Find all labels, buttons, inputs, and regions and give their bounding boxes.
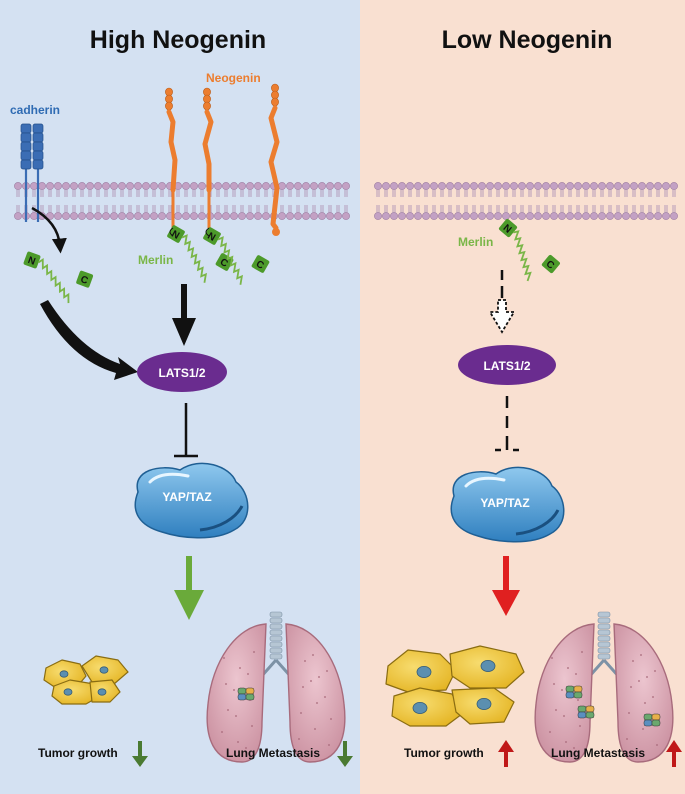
neogenin-icon	[165, 83, 280, 236]
dashed-arrow	[488, 270, 516, 334]
metastasis-label-high: Lung Metastasis	[226, 746, 320, 760]
merlin-icon: NC	[498, 218, 560, 282]
arrow-down-icon	[132, 741, 148, 767]
cadherin-arrow	[31, 206, 67, 254]
yap-taz-icon	[134, 462, 249, 539]
neogenin-to-lats-arrow	[172, 284, 196, 346]
lung-icon	[534, 611, 674, 763]
merlin-label-low: Merlin	[458, 235, 493, 249]
cadherin-icon	[20, 123, 44, 222]
merlin-c-domain: C	[218, 257, 230, 270]
merlin-n-domain: N	[205, 231, 217, 244]
lats-label-high: LATS1/2	[158, 366, 205, 380]
inhibit-icon	[495, 396, 519, 452]
lats-label-low: LATS1/2	[483, 359, 530, 373]
merlin-to-lats-arrow	[40, 300, 138, 380]
neogenin-label: Neogenin	[206, 71, 261, 85]
lung-icon	[206, 611, 346, 763]
merlin-c-domain: C	[79, 274, 90, 287]
arrow-down-icon	[337, 741, 353, 767]
cadherin-label: cadherin	[10, 103, 60, 117]
tumor-cells-icon	[43, 655, 129, 705]
yap-label-low: YAP/TAZ	[480, 496, 529, 510]
merlin-label-high: Merlin	[138, 253, 173, 267]
merlin-n-domain: N	[26, 255, 37, 268]
lats-icon	[458, 345, 556, 385]
tumor-growth-label-low: Tumor growth	[404, 746, 484, 760]
yap-taz-icon	[450, 466, 565, 543]
merlin-n-domain: N	[169, 229, 181, 242]
high-title: High Neogenin	[90, 26, 266, 54]
arrow-up-icon	[666, 740, 682, 767]
green-down-arrow	[174, 556, 204, 620]
low-title: Low Neogenin	[442, 26, 613, 54]
metastasis-label-low: Lung Metastasis	[551, 746, 645, 760]
arrow-up-icon	[498, 740, 514, 767]
red-down-arrow	[492, 556, 520, 616]
lats-icon	[137, 352, 227, 392]
yap-label-high: YAP/TAZ	[162, 490, 211, 504]
merlin-c-domain: C	[254, 259, 266, 272]
tumor-cells-icon	[385, 645, 525, 727]
tumor-growth-label-high: Tumor growth	[38, 746, 118, 760]
